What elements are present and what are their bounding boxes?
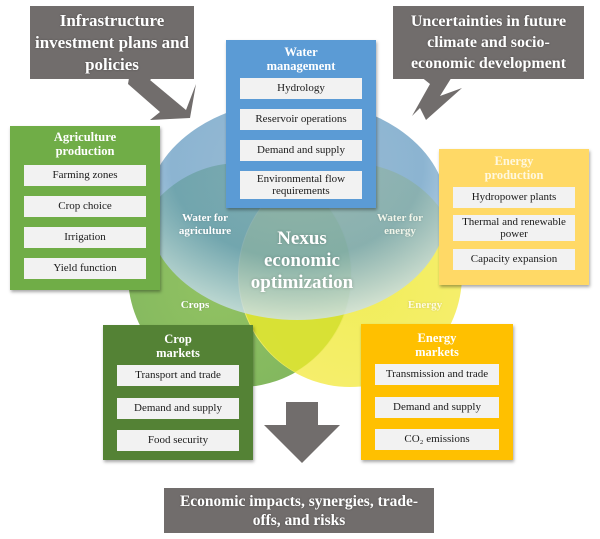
uncertainties-line-1: Uncertainties in future xyxy=(410,13,567,30)
outcome-arrow xyxy=(264,402,340,463)
title-line: markets xyxy=(156,346,200,360)
crop-item-food-security: Food security xyxy=(117,430,239,451)
energy-item-capacity-expansion: Capacity expansion xyxy=(453,249,575,270)
title-line: markets xyxy=(415,345,459,359)
crop-item-demand-supply: Demand and supply xyxy=(117,398,239,419)
energy-production-title: Energy production xyxy=(439,154,589,182)
agri-item-crop-choice: Crop choice xyxy=(24,196,146,217)
energy-markets-panel: Energy markets Transmission and trade De… xyxy=(361,324,513,460)
infrastructure-line-2: investment plans and xyxy=(35,32,189,52)
label-line: Water for xyxy=(182,212,228,224)
uncertainties-callout: Uncertainties in future climate and soci… xyxy=(393,6,584,79)
water-management-title: Water management xyxy=(226,45,376,73)
water-for-agriculture-label: Water for agriculture xyxy=(170,212,240,238)
water-management-panel: Water management Hydrology Reservoir ope… xyxy=(226,40,376,208)
title-line: Crop xyxy=(164,332,192,346)
agri-item-farming-zones: Farming zones xyxy=(24,165,146,186)
title-line: Energy xyxy=(494,154,534,168)
nexus-line-3: optimization xyxy=(250,272,354,293)
water-item-environmental-flow: Environmental flow requirements xyxy=(240,171,362,199)
title-line: Energy xyxy=(417,331,457,345)
crop-item-transport-trade: Transport and trade xyxy=(117,365,239,386)
energy-production-panel: Energy production Hydropower plants Ther… xyxy=(439,149,589,285)
agriculture-production-title: Agriculture production xyxy=(10,130,160,158)
nexus-center-label: Nexus economic optimization xyxy=(240,228,364,294)
nexus-line-1: Nexus xyxy=(277,228,327,249)
agri-item-yield-function: Yield function xyxy=(24,258,146,279)
crop-markets-title: Crop markets xyxy=(103,332,253,360)
uncertainties-arrow xyxy=(412,72,462,120)
uncertainties-line-2: climate and socio- xyxy=(427,34,550,51)
outcome-line-1: Economic impacts, synergies, trade- xyxy=(179,492,419,510)
water-item-reservoir-operations: Reservoir operations xyxy=(240,109,362,130)
title-line: production xyxy=(55,144,115,158)
title-line: Agriculture xyxy=(53,130,117,144)
infrastructure-callout: Infrastructure investment plans and poli… xyxy=(30,6,194,79)
crops-label: Crops xyxy=(180,299,210,311)
energy-market-item-co2-emissions: CO₂ emissions xyxy=(375,429,499,450)
infrastructure-line-1: Infrastructure xyxy=(59,10,165,30)
water-item-demand-supply: Demand and supply xyxy=(240,140,362,161)
title-line: management xyxy=(266,59,336,73)
water-for-energy-label: Water for energy xyxy=(370,212,430,238)
energy-markets-title: Energy markets xyxy=(361,331,513,359)
label-line: energy xyxy=(384,225,416,237)
energy-market-item-demand-supply: Demand and supply xyxy=(375,397,499,418)
energy-item-hydropower-plants: Hydropower plants xyxy=(453,187,575,208)
infrastructure-arrow xyxy=(120,72,196,120)
energy-label: Energy xyxy=(407,299,443,311)
nexus-line-2: economic xyxy=(264,250,340,271)
title-line: Water xyxy=(284,45,318,59)
agri-item-irrigation: Irrigation xyxy=(24,227,146,248)
agriculture-production-panel: Agriculture production Farming zones Cro… xyxy=(10,126,160,290)
infrastructure-line-3: policies xyxy=(85,54,139,74)
uncertainties-line-3: economic development xyxy=(410,55,567,72)
energy-market-item-transmission-trade: Transmission and trade xyxy=(375,364,499,385)
outcome-callout: Economic impacts, synergies, trade- offs… xyxy=(164,488,434,533)
water-item-hydrology: Hydrology xyxy=(240,78,362,99)
label-line: Water for xyxy=(377,212,423,224)
title-line: production xyxy=(484,168,544,182)
crop-markets-panel: Crop markets Transport and trade Demand … xyxy=(103,325,253,460)
label-line: agriculture xyxy=(178,225,232,237)
outcome-line-2: offs, and risks xyxy=(252,511,346,529)
energy-item-thermal-renewable: Thermal and renewable power xyxy=(453,215,575,241)
